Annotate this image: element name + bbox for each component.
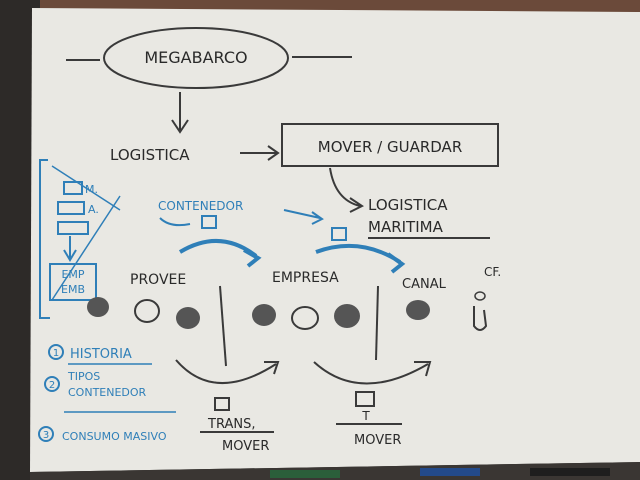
board-frame-top	[40, 0, 640, 12]
mover-guardar-box	[281, 123, 499, 167]
contenedor-box-icon	[201, 215, 217, 229]
circle-filled-3	[252, 304, 276, 326]
trans-box-icon	[214, 397, 230, 411]
mover-label-2: MOVER	[354, 433, 401, 448]
canal-label: CANAL	[402, 277, 447, 292]
curved-arrow-1	[178, 239, 262, 268]
curve-arrow-black-1	[175, 359, 280, 384]
contenedor-arrow-right	[283, 209, 324, 225]
num2-circle	[44, 376, 60, 392]
circle-small	[474, 291, 486, 301]
contenedor-arrow	[159, 217, 191, 227]
logistica-maritima-line1: LOGISTICA	[368, 196, 448, 214]
item2-label-a: TIPOS	[67, 370, 100, 383]
cf-label: CF.	[484, 265, 501, 279]
circle-empty-2	[291, 306, 319, 330]
divider-1	[219, 285, 227, 367]
num3-circle	[38, 426, 54, 442]
divider-2	[375, 285, 379, 361]
mover-label-1: MOVER	[222, 439, 269, 454]
num3-label: 3	[43, 430, 49, 441]
mover-guardar-label: MOVER / GUARDAR	[318, 138, 463, 156]
arrow-to-maritima	[329, 167, 364, 213]
person-figure	[473, 306, 488, 331]
bracket-lines	[51, 165, 121, 301]
t-label: T	[361, 409, 370, 423]
circle-empty-1	[134, 299, 160, 323]
t-box-icon	[355, 391, 375, 407]
circle-filled-5	[406, 300, 430, 320]
trans-label: TRANS,	[207, 417, 255, 432]
logistica-label: LOGISTICA	[110, 146, 190, 164]
container-large-icon	[57, 221, 89, 235]
left-a-label: A.	[88, 203, 99, 216]
emp-label-1: EMP	[61, 268, 84, 281]
circle-filled-2	[176, 307, 200, 329]
empresa-label: EMPRESA	[272, 270, 339, 286]
contenedor-box-icon-2	[331, 227, 347, 241]
logistica-maritima-line2: MARITIMA	[368, 218, 444, 236]
circle-filled-4	[334, 304, 360, 328]
contenedor-label: CONTENEDOR	[158, 199, 243, 213]
item1-label: HISTORIA	[70, 347, 132, 362]
item3-label: CONSUMO MASIVO	[62, 430, 167, 443]
marker-black	[530, 468, 610, 476]
emp-box	[49, 263, 97, 301]
left-bracket	[39, 159, 50, 319]
marker-green	[270, 470, 340, 478]
provee-label: PROVEE	[130, 272, 186, 288]
megabarco-label: MEGABARCO	[144, 48, 247, 67]
num2-label: 2	[49, 380, 55, 391]
marker-blue	[420, 468, 480, 476]
curve-arrow-black-2	[313, 361, 432, 385]
circle-filled-1	[87, 297, 109, 317]
item2-label-b: CONTENEDOR	[68, 386, 147, 399]
num1-label: 1	[53, 348, 59, 359]
arrow-to-emp	[63, 236, 77, 262]
container-medium-icon	[57, 201, 85, 215]
curved-arrow-2	[315, 243, 406, 274]
num1-circle	[48, 344, 64, 360]
arrow-to-mover	[240, 145, 280, 161]
container-small-icon	[63, 181, 83, 195]
arrow-to-logistica	[171, 92, 189, 134]
emp-label-2: EMB	[61, 283, 85, 296]
megabarco-ellipse	[103, 27, 289, 89]
left-m-label: M.	[85, 183, 98, 196]
